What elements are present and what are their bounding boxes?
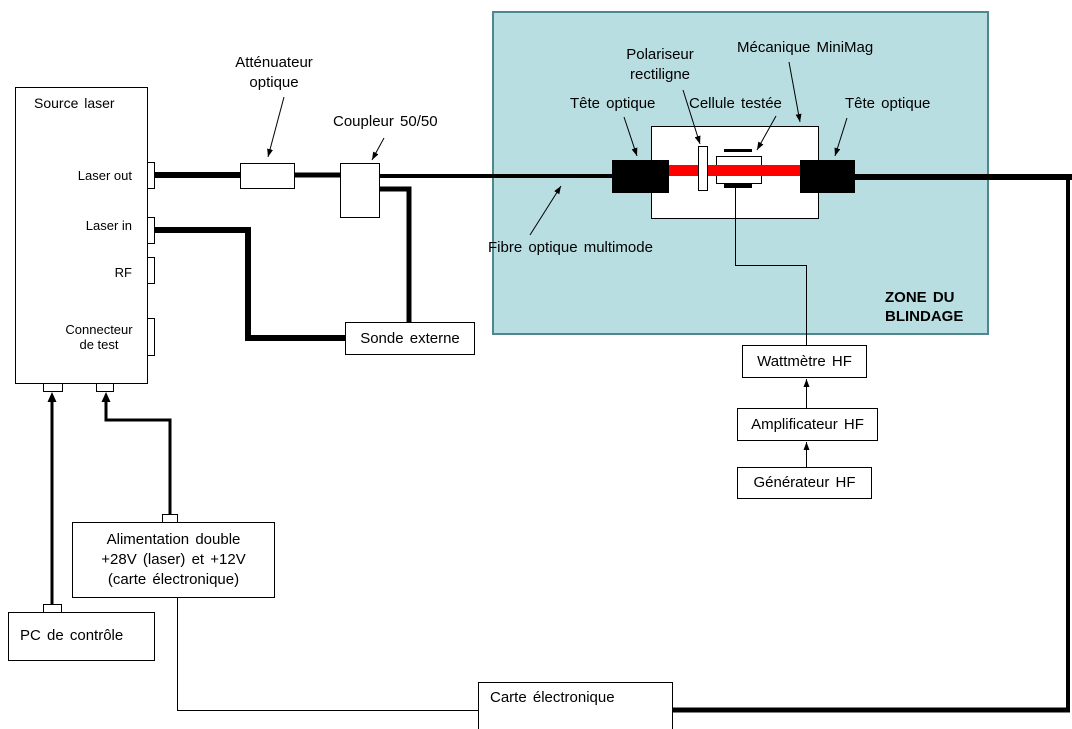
amplifier-box	[737, 408, 878, 441]
fiber-label: Fibre optique multimode	[488, 239, 653, 256]
tested-cell-label: Cellule testée	[689, 95, 782, 112]
laser-out-port	[147, 162, 155, 189]
polarizer-label: Polariseur rectiligne	[610, 45, 710, 85]
tested-cell-bottom-electrode	[724, 184, 752, 188]
coupler-box	[340, 163, 380, 218]
polarizer-label-line1: Polariseur	[626, 46, 694, 63]
power-supply-label-line2: +28V (laser) et +12V	[101, 551, 246, 568]
attenuator-callout-arrow	[267, 96, 285, 158]
control-pc-label-text: PC de contrôle	[20, 627, 124, 644]
coupler-callout-arrow	[371, 137, 385, 161]
tested-cell-callout-arrow	[756, 115, 777, 151]
laser-in-label: Laser in	[85, 218, 132, 233]
optical-head-left	[612, 160, 669, 193]
source-laser-bottom-port-pc	[43, 383, 63, 392]
source-laser-bottom-port-power	[96, 383, 114, 392]
coupler-to-probe-fiber	[380, 186, 412, 322]
source-laser-title: Source laser	[34, 95, 115, 111]
wattmeter-box	[742, 345, 867, 378]
external-probe-box	[345, 322, 475, 355]
minimag-callout-arrow	[788, 61, 802, 123]
test-connector-label: Connecteur de test	[58, 322, 140, 352]
rf-label: RF	[114, 265, 132, 280]
control-pc-port	[43, 604, 62, 613]
electronic-board-label: Carte électronique	[490, 689, 615, 706]
power-supply-port	[162, 514, 178, 523]
coupler-label: Coupleur 50/50	[333, 113, 438, 130]
external-probe-label: Sonde externe	[345, 322, 475, 355]
tested-cell-top-electrode	[724, 149, 752, 152]
power-supply-to-board-wire	[177, 598, 478, 711]
power-supply-label: Alimentation double +28V (laser) et +12V…	[72, 522, 275, 598]
wattmeter-label: Wattmètre HF	[742, 345, 867, 378]
power-supply-to-laser-arrow	[101, 392, 172, 514]
generator-label: Générateur HF	[737, 467, 872, 499]
cell-to-wattmeter-wire	[735, 188, 807, 345]
wattmeter-label-text: Wattmètre HF	[757, 352, 852, 370]
amplifier-label: Amplificateur HF	[737, 408, 878, 441]
laser-beam	[669, 165, 800, 176]
optical-head-left-label: Tête optique	[570, 95, 656, 112]
attenuator-label-line1: Atténuateur	[235, 54, 313, 71]
fiber-callout-arrow	[529, 185, 562, 236]
test-connector-label-line1: Connecteur	[65, 322, 133, 337]
attenuator-box	[240, 163, 295, 189]
control-pc-label: PC de contrôle	[8, 612, 155, 660]
external-probe-label-text: Sonde externe	[360, 329, 460, 347]
power-supply-label-line1: Alimentation double	[106, 531, 241, 548]
optical-head-right	[800, 160, 855, 193]
polarizer-label-line2: rectiligne	[629, 66, 691, 83]
generator-box	[737, 467, 872, 499]
optical-head-right-label: Tête optique	[845, 95, 931, 112]
laser-in-port	[147, 217, 155, 244]
shielding-zone-label-line2: BLINDAGE	[885, 308, 964, 325]
minimag-label: Mécanique MiniMag	[737, 39, 874, 56]
optical-head-left-callout-arrow	[623, 116, 638, 157]
power-supply-label-line3: (carte électronique)	[107, 571, 240, 588]
control-pc-box	[8, 612, 155, 661]
test-connector-label-line2: de test	[79, 337, 119, 352]
attenuator-label: Atténuateur optique	[224, 53, 324, 93]
laser-out-label: Laser out	[77, 168, 132, 183]
laser-in-to-probe-link	[155, 227, 345, 341]
generator-label-text: Générateur HF	[753, 474, 856, 491]
amplifier-label-text: Amplificateur HF	[751, 415, 864, 433]
test-connector-port	[147, 318, 155, 356]
shielding-zone-label-line1: ZONE DU	[885, 289, 955, 306]
optical-head-right-callout-arrow	[834, 117, 848, 157]
rf-port	[147, 257, 155, 284]
power-supply-box	[72, 522, 275, 598]
shielding-zone-label: ZONE DU BLINDAGE	[885, 288, 963, 326]
linear-polarizer	[698, 146, 708, 191]
source-laser-box	[15, 87, 148, 384]
electronic-board-box	[478, 682, 673, 729]
attenuator-label-line2: optique	[249, 74, 299, 91]
polarizer-callout-arrow	[682, 89, 701, 145]
